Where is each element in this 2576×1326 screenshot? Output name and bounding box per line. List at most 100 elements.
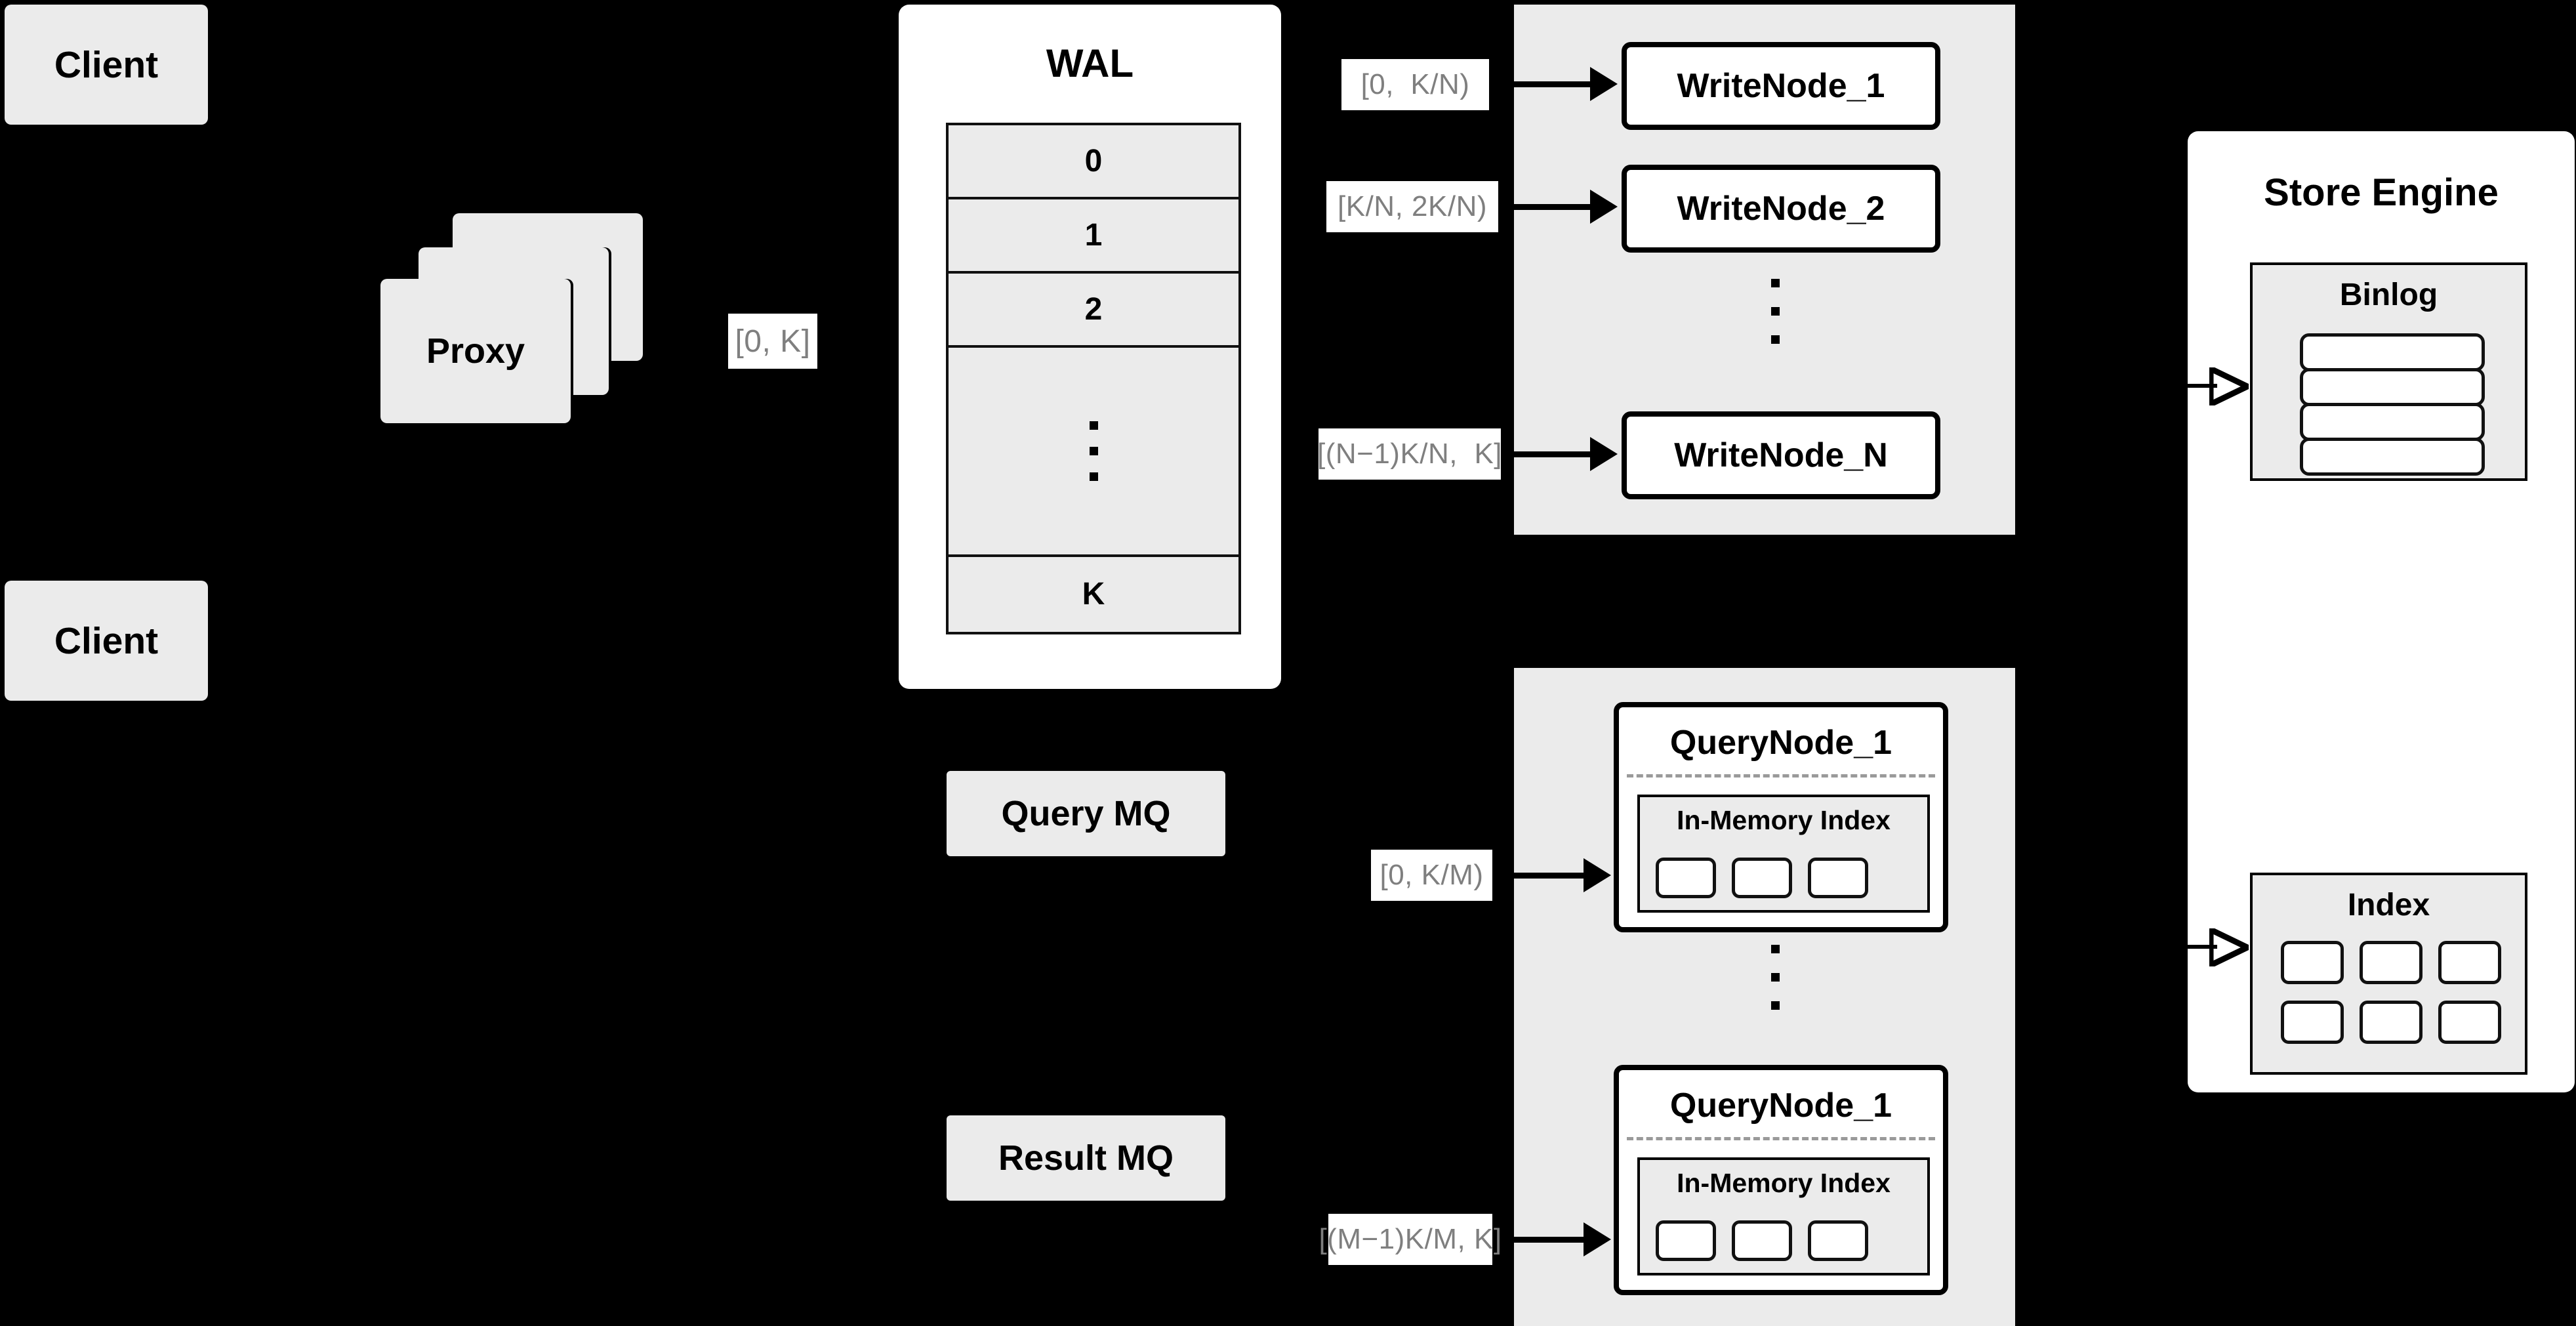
ellipsis-dot [1771,973,1780,982]
proxy-card-front[interactable]: Proxy [380,279,571,423]
wal-panel: WAL 0 1 2 K [899,5,1281,689]
arrow-head-querynode-1 [1584,858,1611,892]
arrow-line-writenode-2 [1502,204,1594,210]
binlog-bar [2300,403,2485,441]
index-title: Index [2347,888,2430,922]
query-node-1-separator [1627,774,1935,777]
ellipsis-dot [1771,307,1780,316]
query-node-ellipsis [1771,945,1780,1010]
edge-label-querynode-1: [0, K/M) [1371,850,1492,901]
edge-label-querynode-m-text: [(M−1)K/M, K] [1319,1223,1502,1255]
proxy-stack[interactable]: Proxy [380,213,669,430]
arrow-head-writenode-1 [1590,67,1618,101]
wal-row-1[interactable]: 1 [949,199,1238,274]
binlog-bar [2300,333,2485,371]
query-mq-label: Query MQ [1001,794,1171,833]
arrow-head-open-binlog [2209,367,2249,405]
query-node-1-label: QueryNode_1 [1669,724,1892,762]
edge-label-writenode-2: [K/N, 2K/N) [1326,181,1498,232]
index-chip [2360,1001,2423,1044]
ellipsis-dot [1771,335,1780,344]
wal-table: 0 1 2 K [946,123,1241,634]
arrow-head-writenode-n [1590,437,1618,471]
index-chip [1656,858,1716,898]
write-node-1-label: WriteNode_1 [1677,67,1885,105]
index-chip [2438,941,2501,984]
query-mq-box[interactable]: Query MQ [947,771,1225,856]
wal-row-label-0: 0 [1084,144,1103,178]
edge-label-writenode-1-text: [0, K/N) [1360,68,1470,100]
arrow-head-writenode-2 [1590,190,1618,224]
arrow-line-writenode-n [1502,451,1594,457]
write-node-2-label: WriteNode_2 [1677,190,1885,228]
store-engine-panel: Store Engine Binlog Index [2188,131,2575,1092]
client-label-2: Client [54,619,159,662]
query-node-1-index-label: In-Memory Index [1677,805,1891,835]
query-node-1[interactable]: QueryNode_1 In-Memory Index [1614,702,1948,932]
binlog-bar [2300,368,2485,406]
arrow-head-open-index [2209,928,2249,966]
write-node-n[interactable]: WriteNode_N [1622,411,1940,499]
index-chip [1656,1220,1716,1261]
edge-label-proxy-to-wal: [0, K] [728,314,817,369]
index-box: Index [2250,873,2527,1075]
index-chip [1732,858,1792,898]
proxy-to-wal-stub [653,341,672,344]
proxy-label: Proxy [426,331,525,371]
store-engine-title: Store Engine [2264,171,2499,214]
arrow-line-writenode-1 [1496,81,1594,87]
edge-label-querynode-1-text: [0, K/M) [1380,859,1484,891]
arrow-line-querynode-m [1502,1237,1587,1243]
client-box-2[interactable]: Client [5,581,208,701]
binlog-title: Binlog [2339,278,2438,312]
edge-label-writenode-1: [0, K/N) [1341,59,1489,110]
index-chip [2281,941,2344,984]
index-chip [2360,941,2423,984]
wal-title: WAL [1046,41,1134,85]
query-node-1-index: In-Memory Index [1637,795,1930,913]
wal-row-label-2: 2 [1084,292,1103,327]
edge-label-querynode-m: [(M−1)K/M, K] [1319,1214,1502,1265]
wal-row-2[interactable]: 2 [949,274,1238,348]
index-chip [1808,858,1868,898]
ellipsis-dot [1771,1001,1780,1010]
write-node-2[interactable]: WriteNode_2 [1622,165,1940,253]
wal-row-ellipsis [949,348,1238,557]
index-chip [1808,1220,1868,1261]
edge-label-writenode-2-text: [K/N, 2K/N) [1338,190,1487,222]
query-node-m-index-label: In-Memory Index [1677,1168,1891,1198]
binlog-bar [2300,438,2485,476]
binlog-box: Binlog [2250,262,2527,481]
wal-row-label-1: 1 [1084,218,1103,253]
ellipsis-dot [1089,447,1098,455]
arrow-line-to-index [2178,945,2217,949]
edge-label-proxy-to-wal-text: [0, K] [735,323,811,359]
index-chip [2281,1001,2344,1044]
wal-row-0[interactable]: 0 [949,125,1238,199]
client-box-1[interactable]: Client [5,5,208,125]
ellipsis-dot [1089,472,1098,481]
query-node-m-separator [1627,1137,1935,1140]
client-label-1: Client [54,43,159,86]
query-node-group: QueryNode_1 In-Memory Index QueryNode_1 … [1514,668,2015,1326]
edge-label-writenode-n: [(N−1)K/N, K] [1317,428,1503,480]
write-node-n-label: WriteNode_N [1674,436,1888,474]
arrow-head-querynode-m [1584,1222,1611,1256]
result-mq-label: Result MQ [998,1138,1174,1178]
wal-row-k[interactable]: K [949,557,1238,631]
query-node-m[interactable]: QueryNode_1 In-Memory Index [1614,1065,1948,1295]
ellipsis-dot [1089,421,1098,430]
arrow-line-to-binlog [2178,384,2217,388]
write-node-ellipsis [1771,279,1780,344]
ellipsis-dot [1771,945,1780,953]
query-node-m-label: QueryNode_1 [1669,1087,1892,1125]
query-node-m-index: In-Memory Index [1637,1157,1930,1275]
write-node-1[interactable]: WriteNode_1 [1622,42,1940,130]
wal-row-label-k: K [1082,577,1105,611]
index-chip [2438,1001,2501,1044]
result-mq-box[interactable]: Result MQ [947,1115,1225,1201]
index-chip [1732,1220,1792,1261]
arrow-line-querynode-1 [1502,873,1587,879]
edge-label-writenode-n-text: [(N−1)K/N, K] [1317,438,1503,470]
